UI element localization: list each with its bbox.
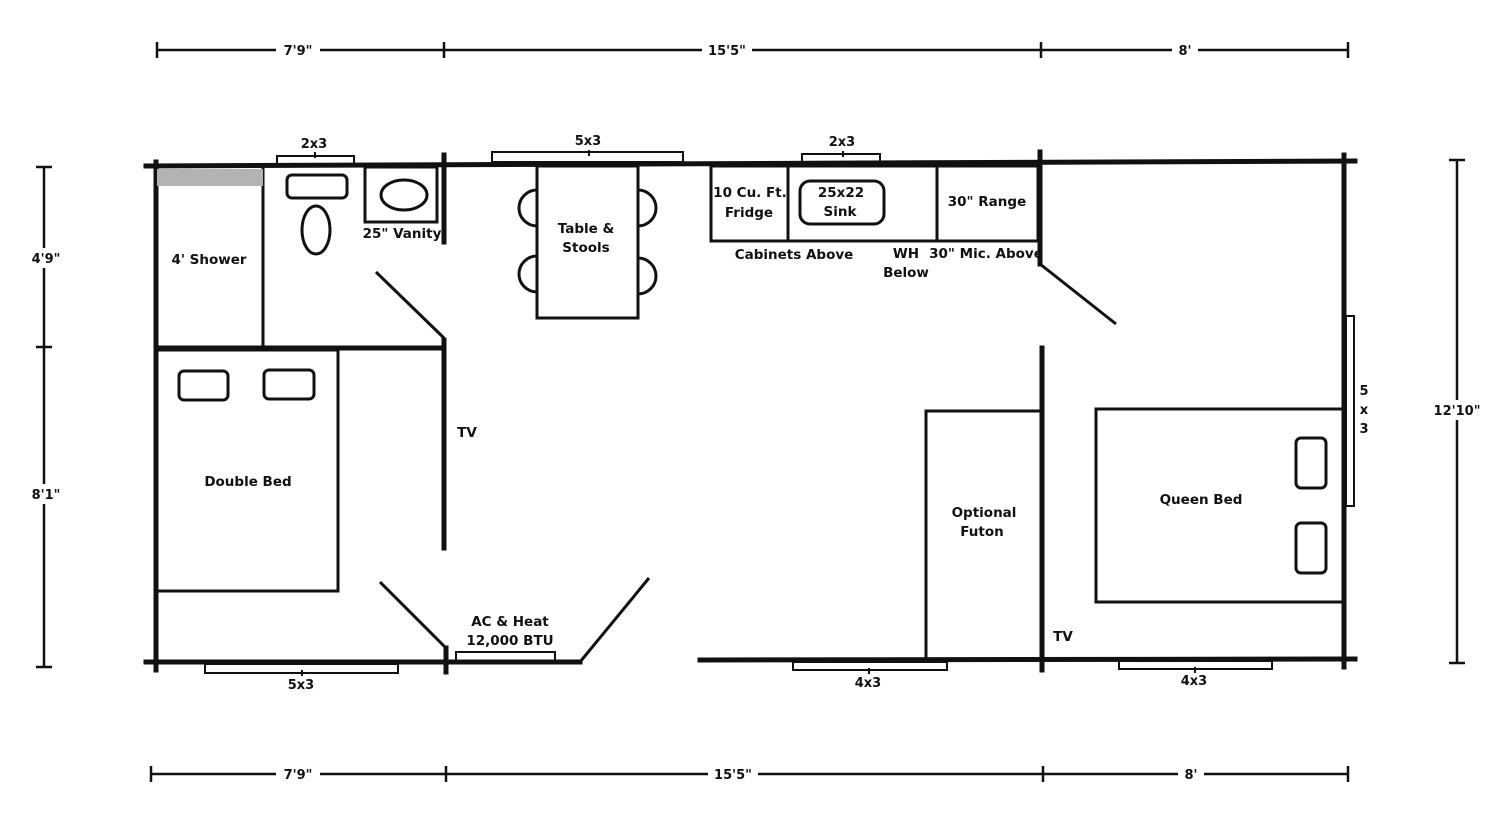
range-label: 30" Range bbox=[948, 194, 1026, 210]
stool-icon bbox=[517, 254, 538, 294]
queen-bedroom: Queen Bed TV bbox=[1053, 407, 1346, 645]
sink-label-line1: 25x22 bbox=[818, 185, 864, 201]
vanity-label: 25" Vanity bbox=[363, 226, 442, 242]
door-swings bbox=[374, 262, 1117, 663]
pillow-icon bbox=[262, 368, 316, 401]
vanity-basin-icon bbox=[379, 178, 429, 212]
fridge-label-line1: 10 Cu. Ft. bbox=[713, 185, 787, 201]
kitchen: 10 Cu. Ft. Fridge 25x22 Sink 30" Range C… bbox=[709, 164, 1043, 281]
dim-bottom-1: 7'9" bbox=[284, 768, 313, 783]
queen-bed-label: Queen Bed bbox=[1160, 492, 1243, 508]
tv-right-label: TV bbox=[1053, 629, 1073, 645]
exterior-walls bbox=[143, 152, 1358, 673]
window-bedroom-bottom-label: 5x3 bbox=[288, 678, 314, 693]
stool-icon bbox=[517, 188, 538, 228]
wh-label-line1: WH bbox=[893, 246, 919, 262]
fridge-label-line2: Fridge bbox=[725, 205, 773, 221]
toilet-bowl-icon bbox=[300, 204, 332, 256]
dim-top-3: 8' bbox=[1178, 44, 1191, 59]
stool-icon bbox=[637, 188, 658, 228]
window-living-bottom-label: 4x3 bbox=[855, 676, 881, 691]
futon-label-line1: Optional bbox=[952, 505, 1017, 521]
window-master-side-5: 5 bbox=[1359, 384, 1368, 399]
wh-label-line2: Below bbox=[883, 265, 929, 281]
mic-label: 30" Mic. Above bbox=[929, 246, 1043, 262]
dimension-left: 4'9" 8'1" bbox=[26, 165, 64, 669]
table-label-line1: Table & bbox=[558, 221, 615, 237]
double-bed-label: Double Bed bbox=[204, 474, 291, 490]
window-master-bottom-label: 4x3 bbox=[1181, 674, 1207, 689]
ac-unit: AC & Heat 12,000 BTU bbox=[466, 614, 553, 649]
ac-label-line1: AC & Heat bbox=[471, 614, 549, 630]
sink-icon bbox=[798, 179, 886, 226]
pillow-icon bbox=[1294, 436, 1328, 490]
dining-table: Table & Stools bbox=[517, 164, 658, 320]
dimension-bottom: 7'9" 15'5" 8' bbox=[149, 765, 1350, 783]
table-label-line2: Stools bbox=[562, 240, 609, 256]
window-dining-top-label: 5x3 bbox=[575, 134, 601, 149]
window-bath-top-label: 2x3 bbox=[301, 137, 327, 152]
tv-left-label: TV bbox=[457, 425, 477, 441]
dim-left-1: 4'9" bbox=[32, 252, 61, 267]
futon: Optional Futon bbox=[924, 409, 1043, 661]
dim-right: 12'10" bbox=[1434, 404, 1481, 419]
sink-label-line2: Sink bbox=[824, 204, 858, 220]
window-master-side-x: x bbox=[1360, 403, 1369, 418]
dim-top-2: 15'5" bbox=[708, 44, 746, 59]
dim-top-1: 7'9" bbox=[284, 44, 313, 59]
dim-bottom-2: 15'5" bbox=[714, 768, 752, 783]
futon-label-line2: Futon bbox=[960, 524, 1004, 540]
dim-left-2: 8'1" bbox=[32, 488, 61, 503]
pillow-icon bbox=[1294, 521, 1328, 575]
cabinets-label: Cabinets Above bbox=[735, 247, 854, 263]
dimension-top: 7'9" 15'5" 8' bbox=[155, 41, 1350, 59]
double-bedroom: Double Bed TV bbox=[155, 348, 477, 593]
shower-curtain bbox=[157, 169, 263, 186]
windows: 2x3 5x3 2x3 5x3 4x3 4x3 5 x 3 bbox=[204, 134, 1369, 693]
dim-bottom-3: 8' bbox=[1184, 768, 1197, 783]
window-master-side-3: 3 bbox=[1359, 422, 1368, 437]
stool-icon bbox=[637, 256, 658, 296]
dimension-right: 12'10" bbox=[1432, 158, 1482, 665]
pillow-icon bbox=[177, 369, 230, 402]
vanity-counter bbox=[363, 165, 439, 224]
window-kitchen-top-label: 2x3 bbox=[829, 135, 855, 150]
bathroom: 4' Shower 25" Vanity bbox=[157, 165, 442, 268]
ac-label-line2: 12,000 BTU bbox=[466, 633, 553, 649]
shower-label: 4' Shower bbox=[171, 252, 246, 268]
toilet-tank-icon bbox=[285, 173, 349, 200]
